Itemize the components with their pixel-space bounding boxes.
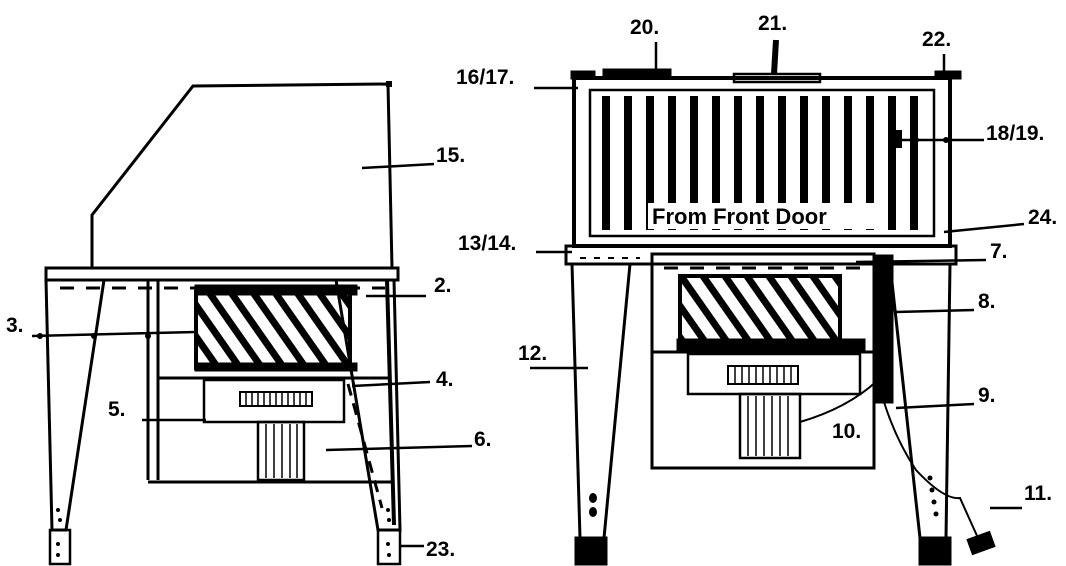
label-21: 21. [758,12,787,35]
label-24: 24. [1028,206,1057,229]
label-8: 8. [978,290,996,313]
label-11: 11. [1024,482,1052,505]
side-front-leg [44,279,106,532]
side-blower-box [202,378,346,424]
side-cabinet-top [44,266,400,282]
label-7: 7. [990,240,1008,263]
front-blower-box [686,352,862,396]
label-3: 3. [6,314,24,337]
leader-lines [31,39,1025,548]
front-left-leg [570,263,632,540]
front-right-leg [888,263,952,540]
label-5: 5. [108,398,126,421]
side-motor [256,420,306,482]
label-20: 20. [630,16,659,39]
label-15: 15. [436,144,465,167]
label-23: 23. [426,538,455,561]
label-13-14: 13/14. [458,232,516,255]
callout-labels: 15. 2. 3. 4. 5. 6. 23. 20. 21. 22. 16/17… [6,12,1057,561]
front-door-caption: From Front Door [652,204,827,229]
label-6: 6. [474,428,492,451]
label-12: 12. [518,342,547,365]
label-18-19: 18/19. [986,122,1044,145]
label-9: 9. [978,384,996,407]
front-view [564,68,996,566]
front-door-slats [602,96,918,230]
label-2: 2. [434,274,452,297]
side-filter [194,290,352,370]
front-base-rail [564,244,958,266]
label-16-17: 16/17. [456,66,514,89]
side-hood [90,82,394,269]
front-filter [678,274,842,348]
front-power-cord [883,401,979,539]
label-22: 22. [922,28,951,51]
label-10: 10. [832,420,861,443]
side-view [44,81,402,566]
front-motor [738,392,802,460]
label-4: 4. [436,368,454,391]
front-switch-box [872,254,894,404]
